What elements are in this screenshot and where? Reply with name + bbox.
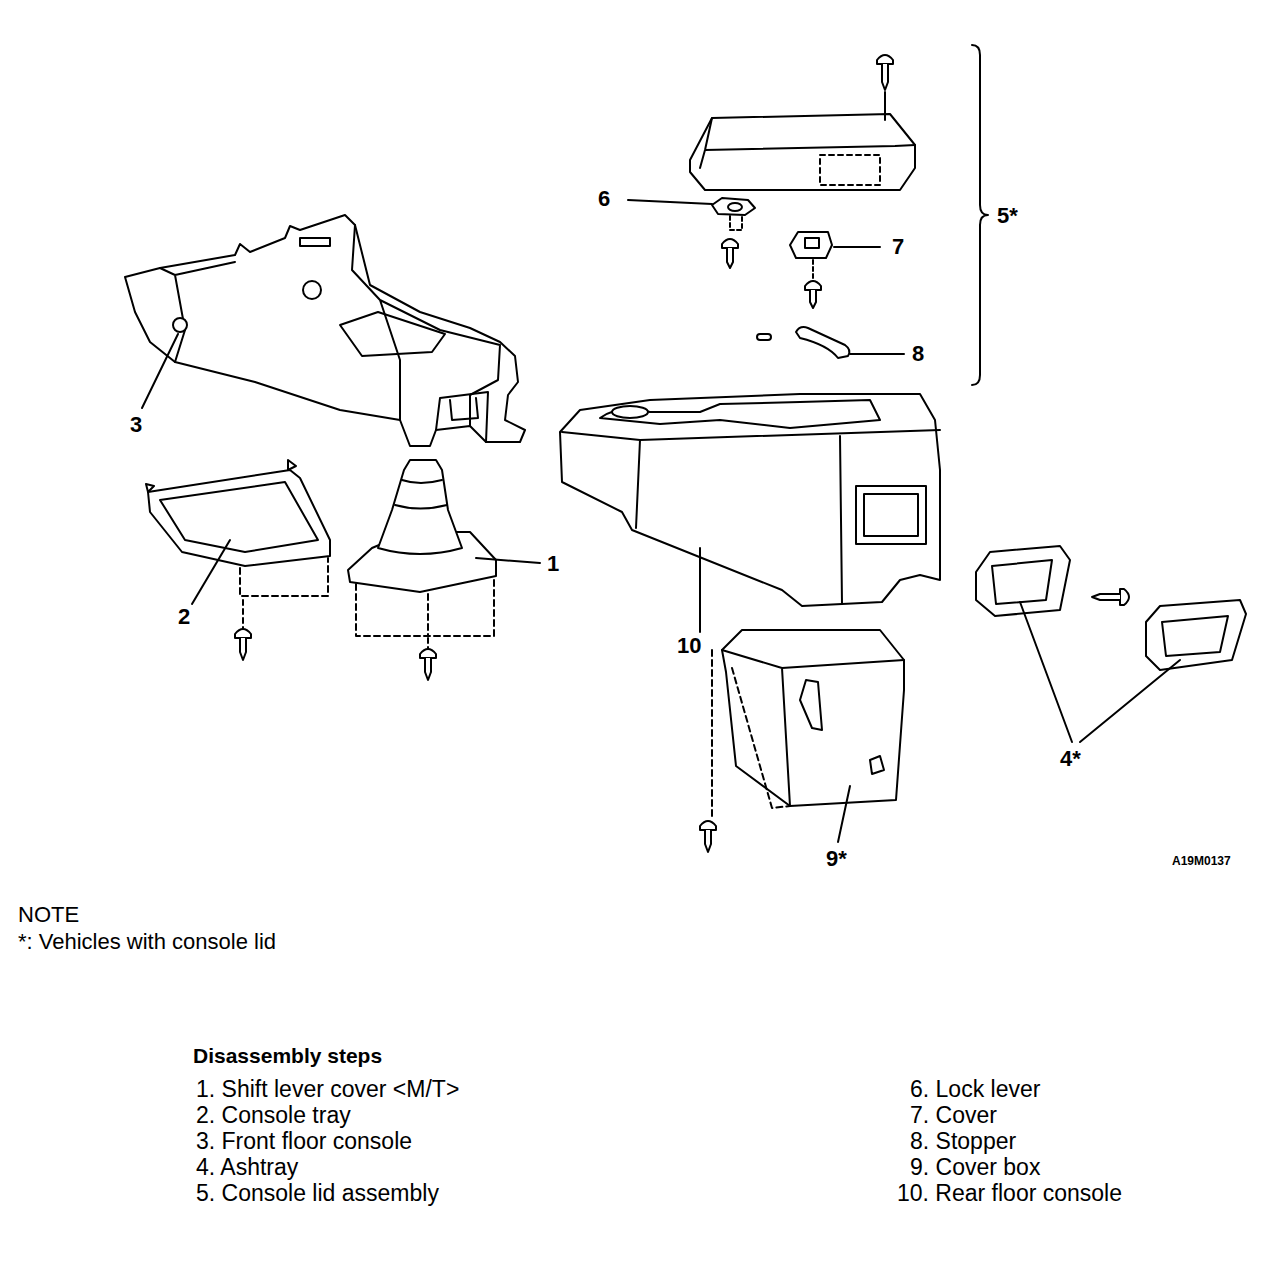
lid-recess [820, 155, 880, 185]
callout-number: 2 [178, 605, 190, 629]
lock-lever-hole [728, 203, 742, 211]
leader-line [628, 200, 712, 204]
screw [1092, 594, 1120, 600]
tray-tab [146, 460, 296, 492]
screw [1120, 589, 1129, 605]
leader-line [192, 540, 230, 604]
cover-part [790, 232, 832, 258]
console-tray [148, 470, 330, 566]
stopper [796, 327, 849, 358]
screw [700, 821, 716, 830]
leader-line [838, 786, 850, 842]
step-item: 10. Rear floor console [897, 1181, 1122, 1206]
note-text: *: Vehicles with console lid [18, 930, 276, 954]
console-edge [160, 225, 500, 426]
dash-line [812, 260, 814, 282]
step-item: 6. Lock lever [910, 1077, 1040, 1102]
screw [722, 239, 738, 248]
boot-fold [395, 480, 447, 509]
stopper-pin [757, 334, 771, 340]
screw-line [884, 92, 886, 120]
cover-box [722, 630, 904, 806]
dash-line [242, 600, 244, 628]
dash-line [356, 578, 494, 636]
console-hole [173, 318, 187, 332]
console-hole [303, 281, 321, 299]
step-item: 4. Ashtray [196, 1155, 298, 1180]
box-tab [800, 680, 884, 774]
rear-floor-console [560, 394, 940, 606]
tray-edge [160, 482, 318, 552]
mount-bracket [436, 392, 488, 442]
ashtray-inner [992, 560, 1052, 604]
screw [805, 281, 821, 290]
screw [877, 55, 893, 64]
leader-line [699, 548, 701, 632]
shift-boot [378, 460, 462, 554]
step-item: 2. Console tray [196, 1103, 351, 1128]
steps-heading: Disassembly steps [193, 1044, 382, 1067]
step-item: 3. Front floor console [196, 1129, 412, 1154]
step-item: 1. Shift lever cover <M/T> [196, 1077, 459, 1102]
dash-line [712, 650, 790, 820]
screw [425, 658, 431, 680]
leader-line [1020, 602, 1072, 742]
callout-number: 10 [677, 634, 701, 658]
leader-line [850, 353, 904, 355]
console-top [600, 400, 880, 428]
screw [882, 64, 888, 90]
callout-number: 4* [1060, 747, 1081, 771]
step-item: 8. Stopper [910, 1129, 1016, 1154]
callout-number: 1 [547, 552, 559, 576]
screw [727, 248, 733, 268]
ashtray [1146, 600, 1246, 670]
leader-line [834, 246, 880, 248]
shift-opening [340, 312, 445, 356]
screw [705, 830, 711, 852]
step-item: 7. Cover [910, 1103, 997, 1128]
callout-number: 6 [598, 187, 610, 211]
leader-line [1080, 660, 1180, 742]
callout-number: 8 [912, 342, 924, 366]
cover-slot [805, 238, 819, 248]
leader-line [476, 558, 540, 563]
console-slot [300, 238, 330, 246]
console-edge [562, 430, 940, 604]
callout-number: 7 [892, 235, 904, 259]
step-item: 5. Console lid assembly [196, 1181, 439, 1206]
front-floor-console [125, 215, 525, 446]
callout-number: 9* [826, 847, 847, 871]
note-heading: NOTE [18, 903, 79, 927]
dash-line [240, 558, 328, 596]
ashtray [976, 546, 1070, 616]
leader-line [142, 334, 178, 408]
ashtray-opening [856, 486, 926, 544]
screw [420, 649, 436, 658]
dash-line [730, 216, 742, 230]
ashtray-inner [1162, 616, 1228, 656]
lid-edge [700, 118, 915, 168]
figure-code: A19M0137 [1172, 855, 1231, 868]
dash-line [427, 638, 429, 648]
step-item: 9. Cover box [910, 1155, 1040, 1180]
cup-holder [612, 406, 648, 418]
group-callout: 5* [997, 204, 1018, 228]
callout-number: 3 [130, 413, 142, 437]
group-bracket [972, 45, 988, 385]
console-lid [690, 114, 915, 190]
ashtray-opening [864, 494, 918, 536]
screw [240, 638, 246, 660]
lock-lever [712, 198, 755, 215]
screw [235, 629, 251, 638]
screw [810, 290, 816, 308]
